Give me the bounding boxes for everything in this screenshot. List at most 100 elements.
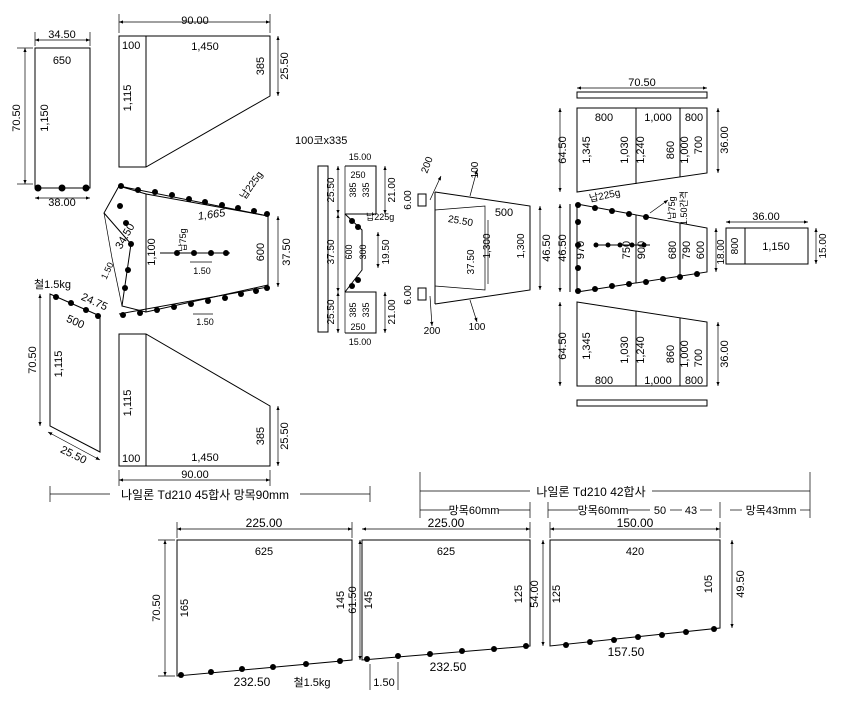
label: 49.50 [735,570,747,598]
label: 225.00 [246,516,283,530]
net-spec-42: 나일론 Td210 42합사 [536,485,645,499]
label: 1.50 [196,317,214,327]
label: 200 [420,155,436,175]
label: 100 [122,453,140,465]
panel-rope-detail [317,165,387,334]
label: 625 [437,546,455,558]
label: 385 [255,427,267,445]
label: 25.50 [58,444,88,467]
label: 145 [335,591,347,609]
label: 43 [685,505,697,517]
label: 망목60mm [449,504,500,517]
label: 34.50 [48,29,76,41]
label: 37.50 [326,239,337,264]
label: 150.00 [617,516,654,530]
label: 1,240 [635,136,647,164]
panel-top-trapezoid [118,14,280,168]
label: 망목60mm [578,504,629,517]
label: 25.50 [279,422,291,450]
label: 6.00 [403,190,414,210]
label: 1.50 [193,266,211,276]
label: 25.50 [326,299,337,324]
label: 232.50 [430,660,467,674]
label: 19.50 [381,239,392,264]
label: 385 [255,57,267,75]
label: 54.00 [529,580,541,608]
label: 970 [575,241,587,259]
label: 700 [693,349,705,367]
label: 500 [495,207,513,219]
label: 15.00 [818,233,829,258]
label: 납225g [238,169,266,202]
label: 1,240 [635,336,647,364]
panel-fold-detail [417,169,542,327]
label: 납225g [366,212,394,222]
label: 철1.5kg [34,278,71,291]
label: 1,665 [197,207,227,223]
label: 1,345 [581,136,593,164]
label: 860 [665,345,677,363]
label: 105 [703,575,715,593]
label: 900 [636,241,648,259]
label: 70.50 [628,77,656,89]
net-spec-lines [49,472,811,518]
label: 1,030 [619,336,631,364]
label: 70.50 [27,346,39,374]
label: 46.50 [541,234,553,262]
label: 38.00 [48,197,76,209]
label: 300 [358,244,368,259]
label: 1,000 [679,136,691,164]
label: 790 [681,241,693,259]
panel-bottom-trapezoid [118,333,280,486]
label: 1,115 [122,85,134,112]
label: 600 [695,241,707,259]
label: 250 [350,170,365,180]
label: 61.50 [347,586,359,614]
label: 125 [551,585,563,603]
label: 15.00 [349,337,372,347]
label: 800 [595,112,613,124]
label: 650 [53,55,71,67]
label: 232.50 [234,675,271,689]
label: 1,000 [644,112,672,124]
label: 21.00 [387,177,398,202]
label: 18.00 [716,239,727,264]
label: 90.00 [181,469,209,481]
label: 34.50 [113,222,137,252]
label: 납75g [667,196,677,219]
label: 800 [685,112,703,124]
label: 철1.5kg [293,676,330,689]
label: 1,450 [191,41,219,53]
label: 100 [122,40,140,52]
label: 1,150 [39,104,51,132]
label: 25.50 [447,214,474,229]
label: 1,450 [191,452,219,464]
label: 250 [350,322,365,332]
label: 800 [685,375,703,387]
label: 145 [363,591,375,609]
label: 1,000 [679,340,691,368]
label: 385 [348,302,358,317]
label: 1,345 [581,332,593,360]
label: 1,030 [619,136,631,164]
label: 1,300 [482,233,493,258]
label: 100 [470,161,481,178]
label: 1.50간격 [678,191,689,225]
label: 1,150 [762,241,790,253]
label: 700 [693,136,705,154]
label: 25.50 [279,52,291,80]
label: 600 [255,243,267,261]
label: 1,115 [122,390,134,417]
label: 36.00 [719,126,731,154]
label: 46.50 [557,234,569,262]
label: 385 [348,182,358,197]
label: 70.50 [11,104,23,132]
label: 165 [179,599,191,617]
label: 680 [667,241,679,259]
label: 50 [654,505,666,517]
label: 64.50 [557,136,569,164]
panel-middle-wing [103,183,280,318]
label: 70.50 [151,594,163,622]
label: 납75g [178,228,188,251]
